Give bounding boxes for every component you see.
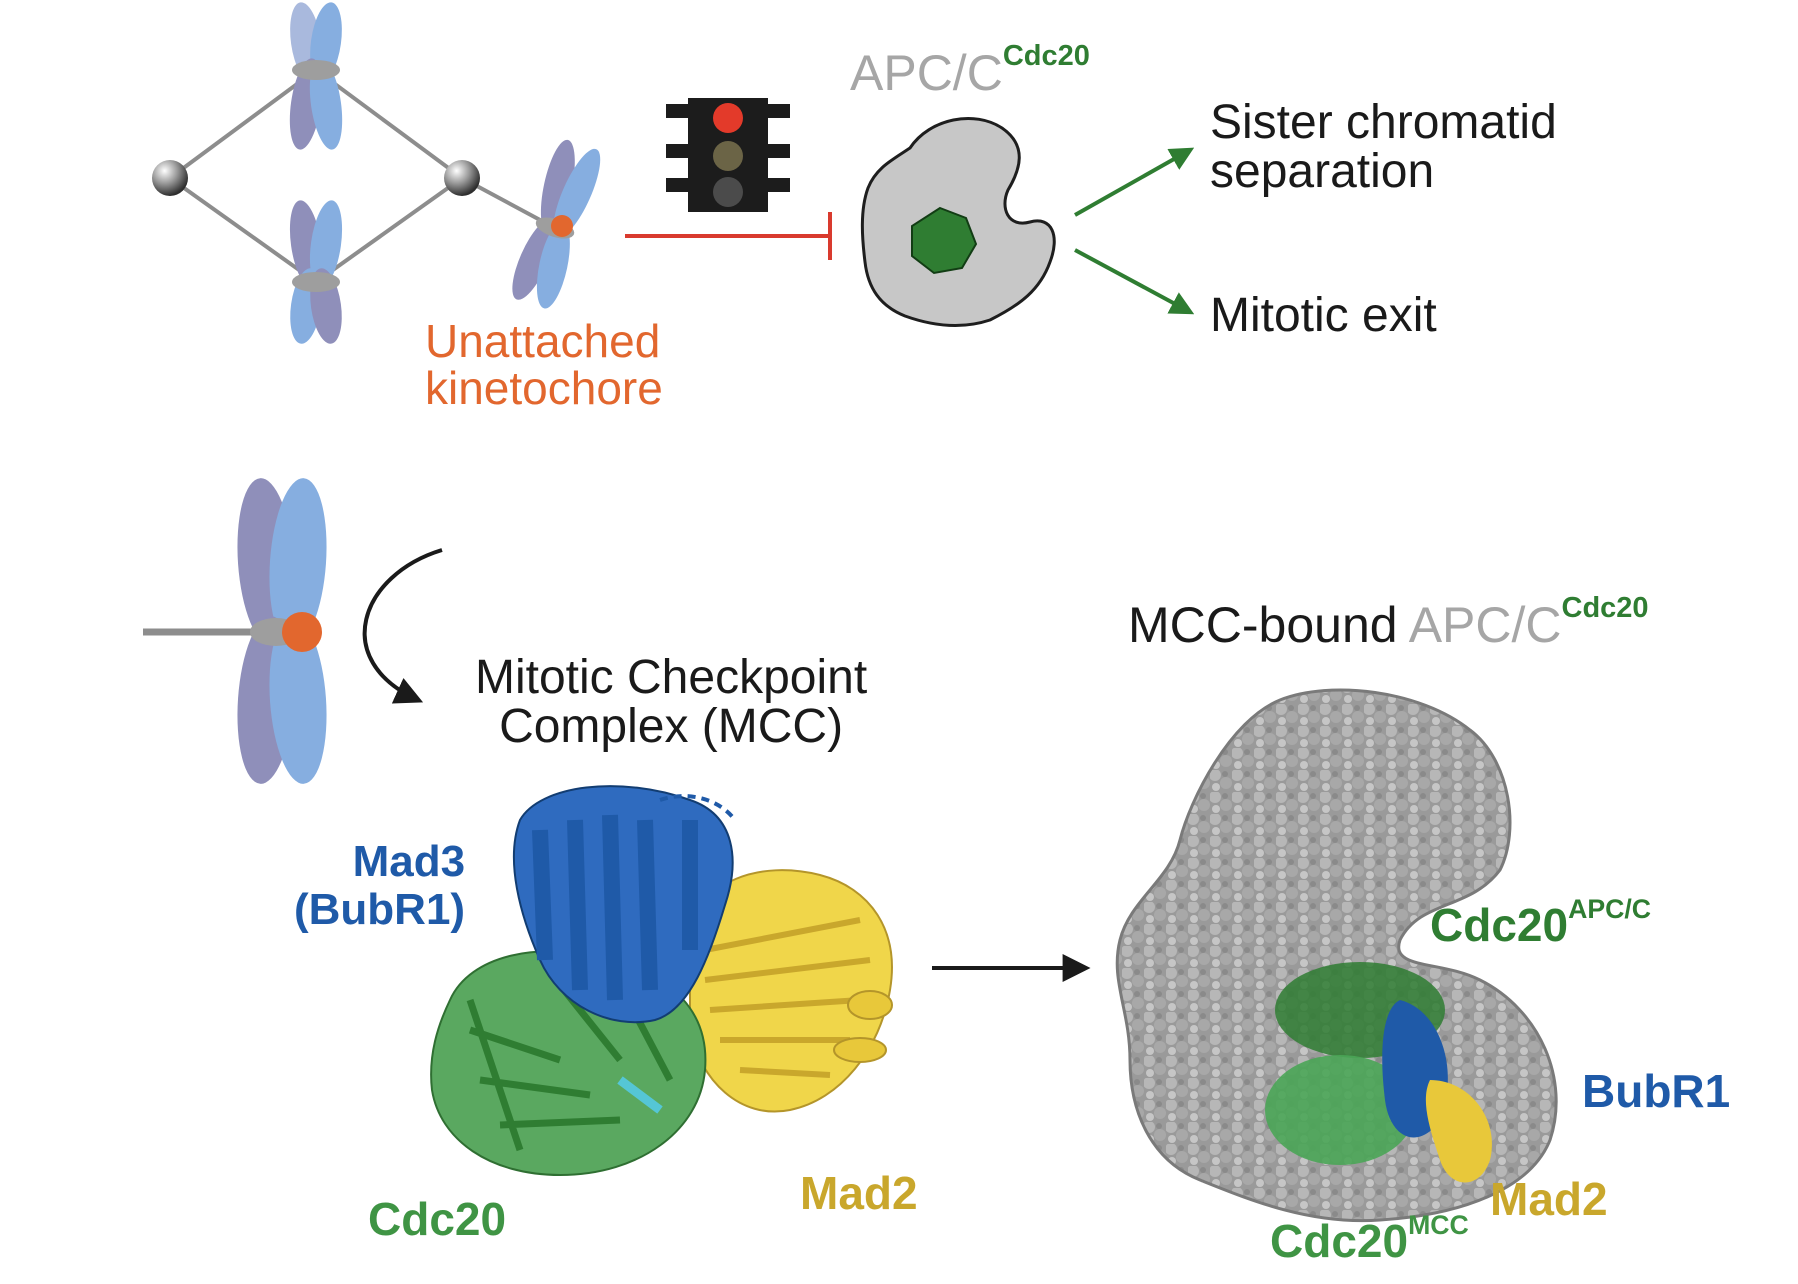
mcc-title-line1: Mitotic Checkpoint [475,651,868,704]
bound-title-superscript: Cdc20 [1561,592,1649,625]
mad3-label-line1: Mad3 [352,837,466,886]
outcome-separation-label: Sister chromatid separation [1210,98,1557,197]
mcc-title-line2: Complex (MCC) [499,699,844,753]
bound-title-grey: APC/C [1408,597,1562,653]
mad3-bubr1-label: Mad3 (BubR1) [294,838,465,933]
traffic-light-icon [666,98,790,212]
mad3-label-line2: (BubR1) [294,884,466,934]
bound-mad2-label: Mad2 [1490,1173,1608,1225]
outcome-separation-line1: Sister chromatid [1210,96,1557,149]
bound-cdc20-apcc-label: Cdc20APC/C [1430,896,1651,951]
inhibition-arrow [625,212,832,260]
attached-chromosome [289,2,343,150]
bound-cdc20-mcc-label: Cdc20MCC [1270,1212,1469,1267]
mcc-bound-apcc-title: MCC-bound APC/CCdc20 [1128,594,1649,653]
mad2-ribbon [689,869,893,1113]
bubr1-ribbon [512,785,737,1024]
bound-bubr1-label: BubR1 [1582,1065,1731,1117]
bound-cdc20-apcc-name: Cdc20 [1430,899,1569,951]
outcome-mitotic-exit-label: Mitotic exit [1210,289,1437,342]
unattached-chromosome-large [237,478,327,784]
mcc-bound-apcc-structure [1115,688,1558,1223]
bound-title-black: MCC-bound [1128,597,1398,653]
spindle-pole [444,160,480,196]
outcome-arrow-exit [1074,248,1195,315]
outcome-arrow-separation [1074,147,1195,217]
spindle-pole [152,160,188,196]
apcc-cdc20-title: APC/CCdc20 [850,42,1090,101]
unattached-kinetochore-dot [282,612,322,652]
curved-arrow [362,548,443,704]
outcome-separation-line2: separation [1210,145,1435,199]
apcc-superscript: Cdc20 [1002,40,1090,73]
bound-cdc20-mcc-sup: MCC [1408,1210,1469,1241]
mad2-label: Mad2 [800,1167,918,1219]
cdc20-heptagon [911,206,978,275]
attached-chromosome [289,200,343,344]
mcc-title: Mitotic Checkpoint Complex (MCC) [475,651,868,753]
apcc-name: APC/C [850,45,1003,101]
unattached-kinetochore-dot [551,215,573,237]
unattached-label-line2: kinetochore [425,361,663,414]
unattached-label-line1: Unattached [425,315,661,367]
cdc20-label: Cdc20 [368,1193,507,1245]
mcc-structure [430,785,893,1177]
unattached-kinetochore-label: Unattached kinetochore [425,318,663,412]
bound-cdc20-mcc-name: Cdc20 [1270,1215,1409,1267]
bound-cdc20-apcc-sup: APC/C [1568,894,1652,925]
